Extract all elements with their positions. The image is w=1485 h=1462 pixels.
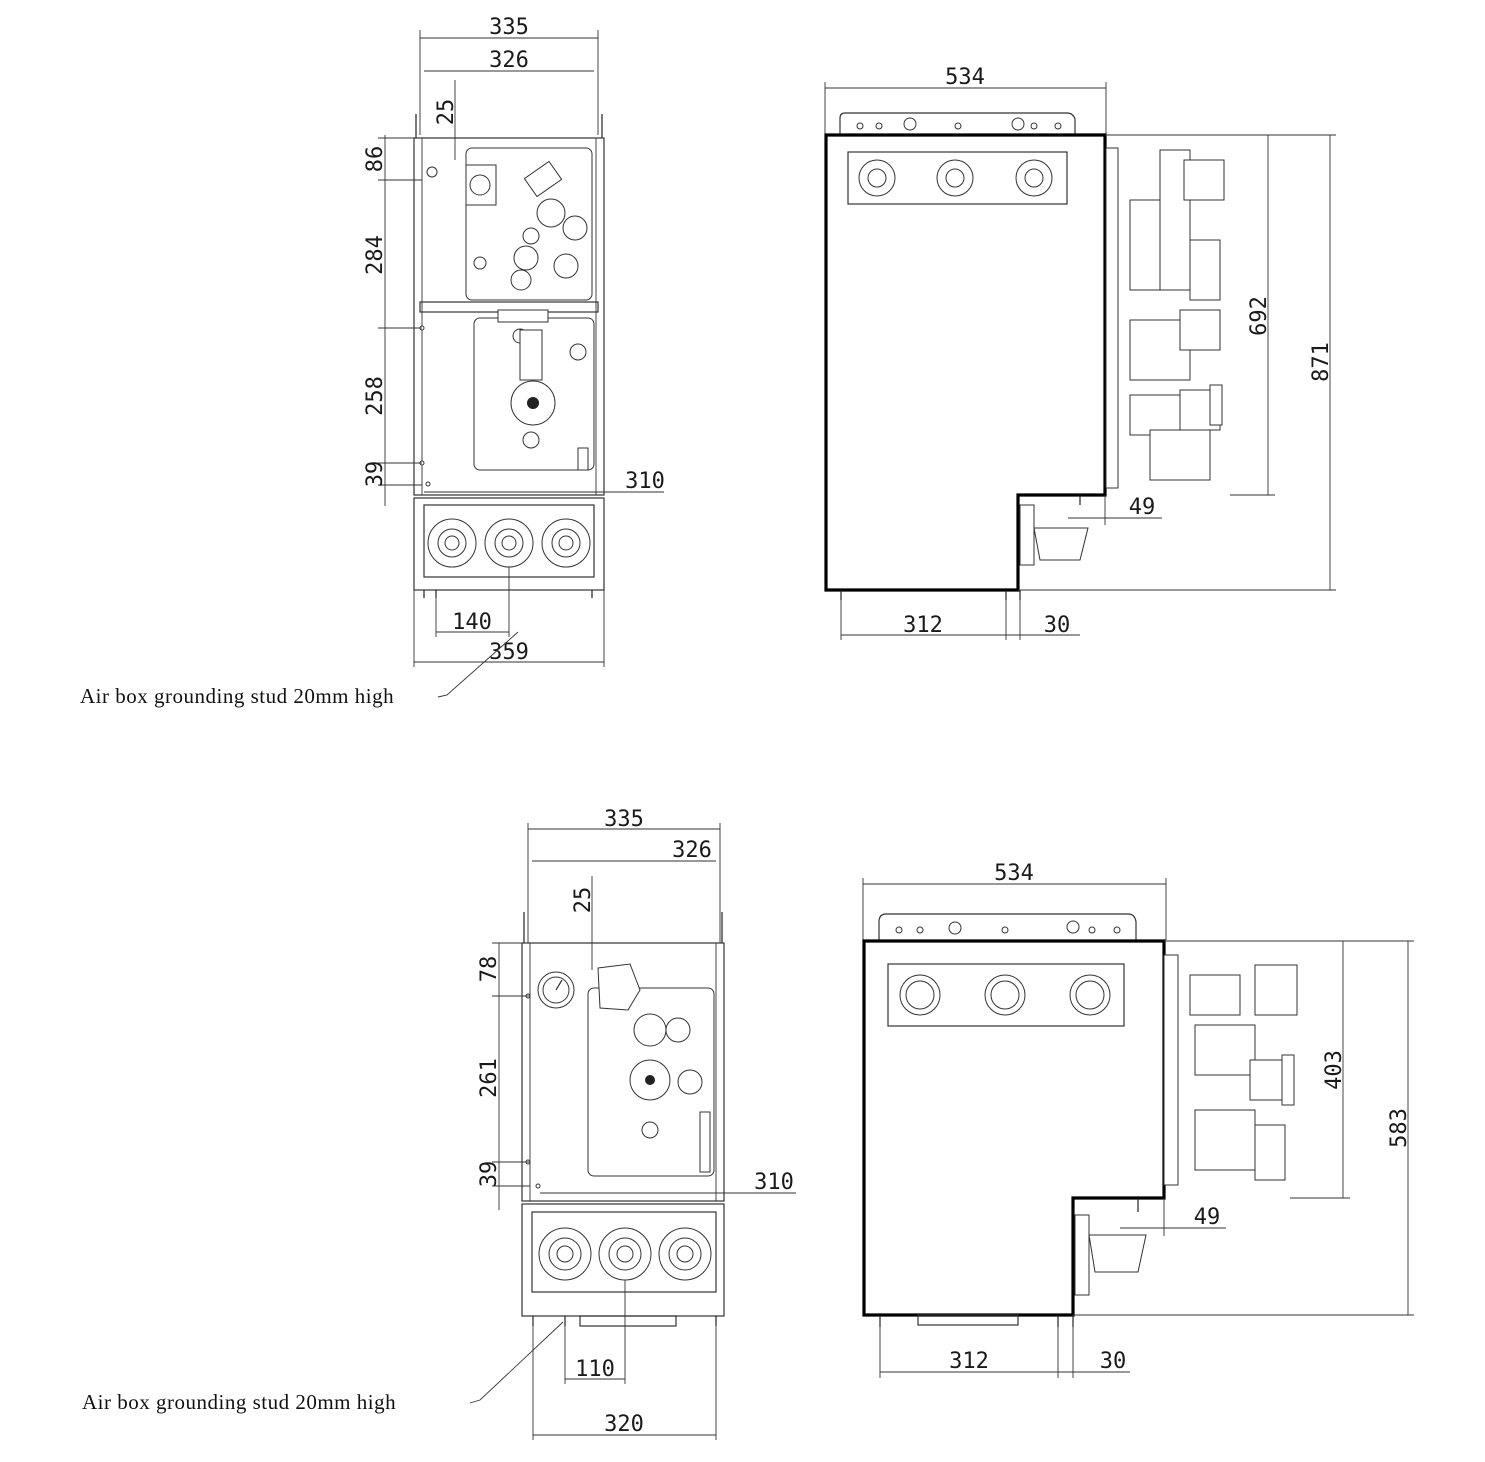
dim-depth-2: 310 — [754, 1170, 794, 1195]
dim-h2: 284 — [363, 235, 388, 275]
dim-mech-height: 692 — [1247, 296, 1272, 336]
dim-foot: 30 — [1044, 613, 1071, 638]
bushing-group-side — [858, 159, 1053, 197]
dim-total-height-2: 583 — [1387, 1108, 1412, 1148]
dim-h3: 258 — [363, 376, 388, 416]
tank-outline — [824, 133, 1107, 592]
dim-base-length-2: 312 — [949, 1349, 989, 1374]
front-view-bottom: 335 326 25 78 261 39 310 — [82, 807, 796, 1440]
dim-top-offset-2: 25 — [571, 887, 596, 914]
dim-mech-height-2: 403 — [1322, 1050, 1347, 1090]
side-view-top: 534 — [824, 65, 1336, 640]
dim-base-length: 312 — [903, 613, 943, 638]
dim-total-height: 871 — [1309, 342, 1334, 382]
side-view-bottom: 534 403 583 — [862, 861, 1414, 1378]
dim-h1: 86 — [363, 146, 388, 173]
dim-base-width: 359 — [489, 640, 529, 665]
dim-base-width-2: 320 — [604, 1412, 644, 1437]
dim-h2-2: 261 — [477, 1058, 502, 1098]
dim-offset: 49 — [1129, 495, 1156, 520]
bushing-group — [427, 518, 591, 568]
front-view-top: 335 326 25 — [80, 15, 665, 708]
dim-h4: 39 — [363, 461, 388, 488]
grounding-stud-note-2: Air box grounding stud 20mm high — [82, 1390, 396, 1414]
dim-bushing-spacing-2: 110 — [575, 1357, 615, 1382]
dim-width-inner-2: 326 — [672, 838, 712, 863]
dim-foot-2: 30 — [1100, 1349, 1127, 1374]
dim-depth: 310 — [625, 469, 665, 494]
dim-length-2: 534 — [994, 861, 1034, 886]
bushing-group-side-2 — [899, 974, 1111, 1016]
dim-width-inner: 326 — [489, 48, 529, 73]
dim-offset-2: 49 — [1194, 1205, 1221, 1230]
dim-length: 534 — [945, 65, 985, 90]
dim-top-offset: 25 — [434, 99, 459, 126]
grounding-stud-note: Air box grounding stud 20mm high — [80, 684, 394, 708]
dim-bushing-spacing: 140 — [452, 610, 492, 635]
dim-width-outer: 335 — [489, 15, 529, 40]
dim-h1-2: 78 — [477, 956, 502, 983]
dim-h3-2: 39 — [477, 1161, 502, 1188]
bushing-group-2 — [538, 1227, 712, 1281]
dim-width-outer-2: 335 — [604, 807, 644, 832]
